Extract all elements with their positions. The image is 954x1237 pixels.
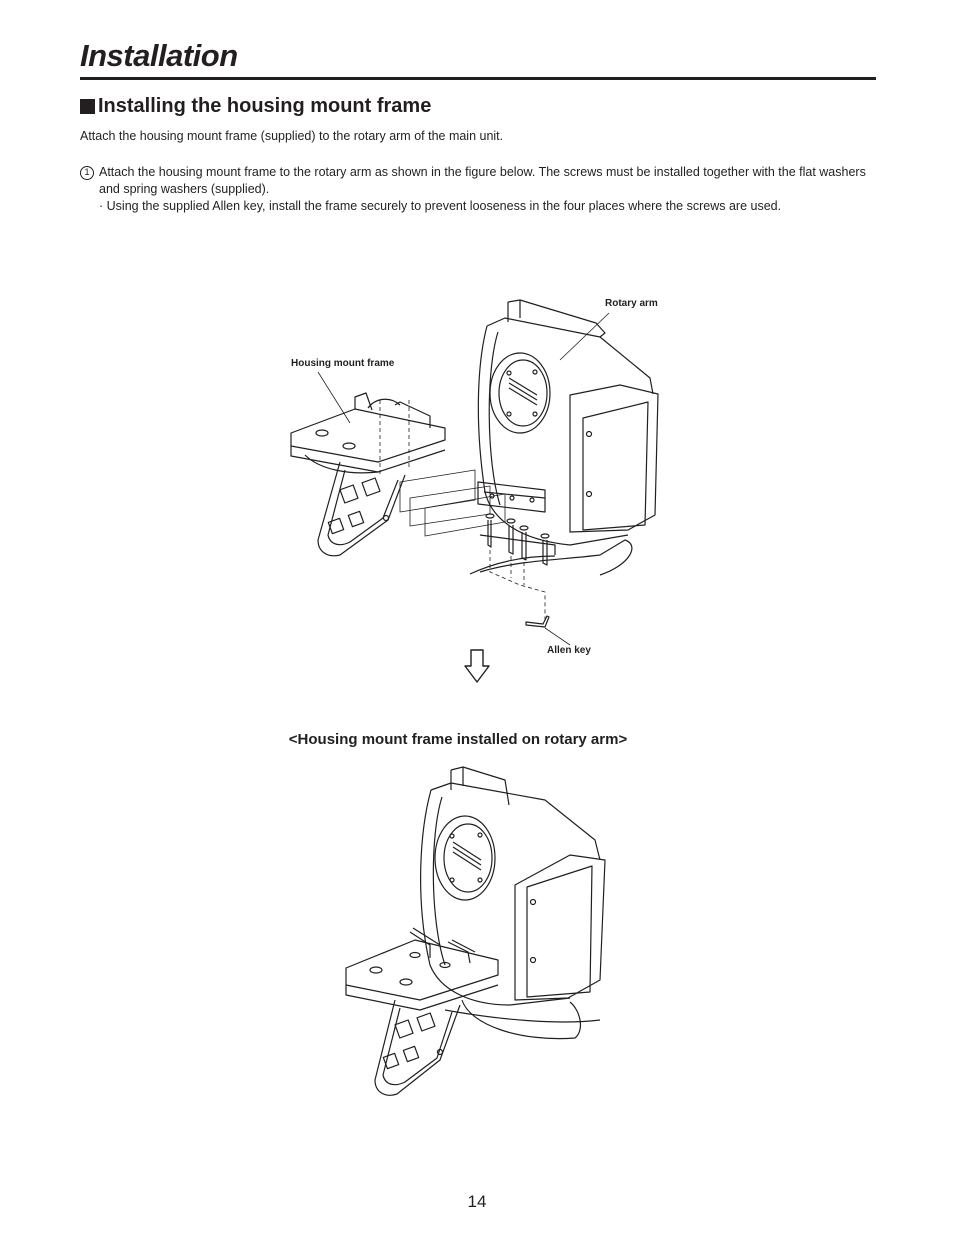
figure2-caption: <Housing mount frame installed on rotary… <box>288 731 628 748</box>
label-allen-key: Allen key <box>547 645 591 656</box>
exploded-installation-figure <box>290 299 659 683</box>
step-note: · Using the supplied Allen key, install … <box>99 199 782 213</box>
intro-text: Attach the housing mount frame (supplied… <box>80 129 504 143</box>
installed-figure <box>345 766 606 1096</box>
step-item: 1 Attach the housing mount frame to the … <box>80 164 880 215</box>
square-bullet-icon <box>80 99 95 114</box>
housing-mount-frame-drawing <box>290 392 446 557</box>
step-text: Attach the housing mount frame to the ro… <box>99 165 866 196</box>
label-housing-mount-frame: Housing mount frame <box>291 358 395 369</box>
title-rule <box>80 77 876 80</box>
section-heading-text: Installing the housing mount frame <box>98 95 432 117</box>
page-title: Installation <box>80 38 238 73</box>
step-number: 1 <box>80 166 94 180</box>
section-heading: Installing the housing mount frame <box>80 95 431 118</box>
label-rotary-arm: Rotary arm <box>605 298 658 309</box>
allen-key-drawing <box>525 615 550 628</box>
down-arrow-icon <box>464 649 490 683</box>
page-number: 14 <box>467 1192 487 1211</box>
